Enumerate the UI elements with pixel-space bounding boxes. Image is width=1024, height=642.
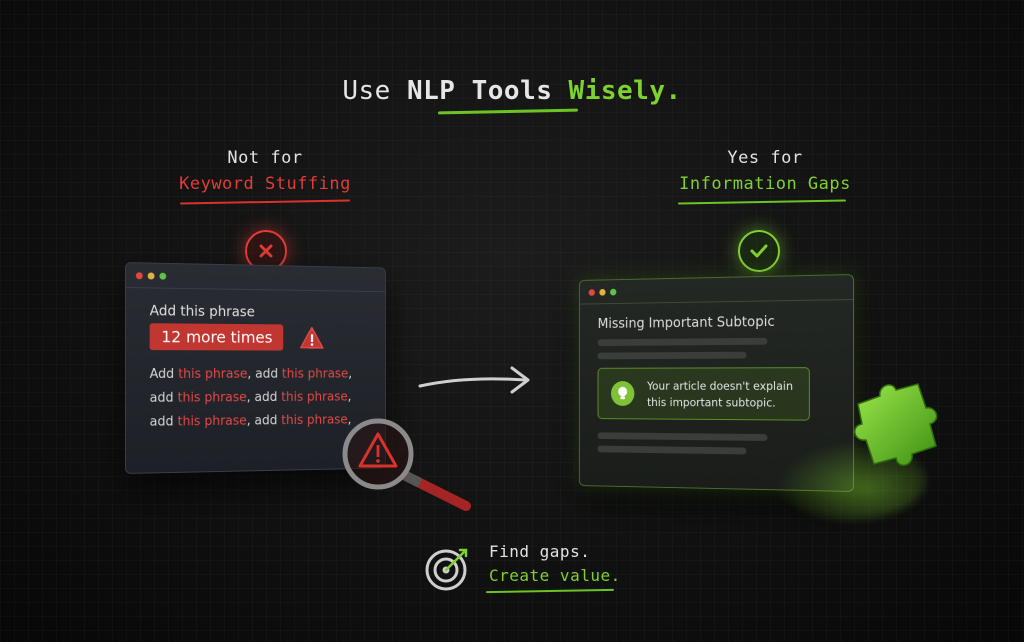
minimize-dot (147, 272, 155, 280)
headline-part1: Use (342, 76, 407, 106)
footer-underline (485, 588, 615, 594)
text-placeholder (597, 337, 768, 347)
right-heading: Yes for Information Gaps (660, 148, 870, 194)
left-heading: Not for Keyword Stuffing (160, 148, 370, 194)
phrase-row: add this phrase, add this phrase, (149, 412, 352, 430)
text-placeholder (597, 432, 768, 441)
right-heading-line2: Information Gaps (679, 174, 851, 194)
magnifier-icon (338, 418, 478, 522)
window-titlebar-divider (125, 287, 385, 293)
check-icon (738, 230, 780, 272)
puzzle-piece-icon (840, 376, 950, 480)
window-controls (135, 272, 167, 280)
repeat-count-pill: 12 more times (149, 323, 284, 351)
left-heading-underline (179, 199, 351, 205)
headline-underline (437, 108, 579, 115)
left-heading-line1: Not for (227, 148, 303, 168)
footer-line1: Find gaps. (489, 542, 591, 561)
target-icon (424, 544, 472, 596)
lightbulb-icon (610, 381, 635, 406)
phrase-row: Add this phrase, add this phrase, (149, 367, 353, 382)
warning-icon (300, 327, 324, 353)
close-dot (135, 272, 143, 280)
window-controls (588, 288, 617, 296)
headline: Use NLP Tools Wisely. (0, 76, 1024, 106)
right-heading-line1: Yes for (727, 148, 803, 168)
text-placeholder (597, 351, 747, 360)
minimize-dot (599, 288, 606, 296)
headline-part3: Wisely. (568, 76, 682, 106)
window-titlebar-divider (579, 299, 854, 305)
maximize-dot (610, 288, 617, 296)
close-dot (588, 289, 595, 296)
suggestion-text: Your article doesn't explain this import… (647, 379, 794, 410)
missing-subtopic-title: Missing Important Subtopic (597, 314, 775, 332)
right-heading-underline (677, 199, 847, 205)
footer-line2: Create value. (489, 566, 621, 585)
stuffing-title: Add this phrase (149, 303, 255, 321)
suggestion-card: Your article doesn't explain this import… (597, 367, 810, 421)
left-heading-line2: Keyword Stuffing (179, 174, 351, 194)
text-placeholder (597, 445, 747, 455)
phrase-row: add this phrase, add this phrase, (149, 389, 352, 406)
arrow-right-icon (416, 360, 536, 400)
headline-part2: NLP Tools (407, 76, 569, 106)
maximize-dot (159, 272, 167, 280)
